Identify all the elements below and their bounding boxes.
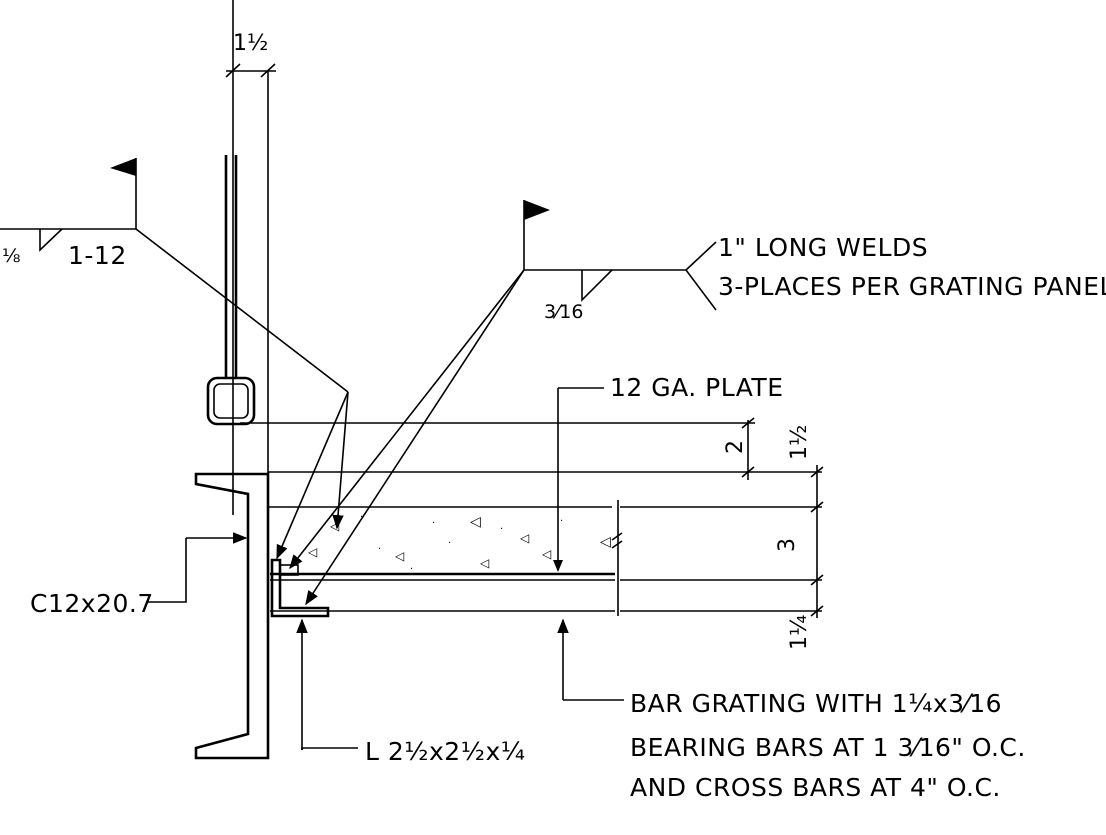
svg-text:·: ·: [432, 518, 435, 529]
dim-1-5: 1½: [787, 425, 812, 460]
angle-label: L 2½x2½x¼: [365, 737, 525, 766]
dim-2: 2: [723, 440, 748, 454]
svg-text:·: ·: [448, 538, 451, 549]
dim-3: 3: [775, 538, 800, 552]
weld-left-spec: 1-12: [68, 241, 127, 270]
weld-left-size: ⅛: [2, 245, 20, 267]
grating-line3: AND CROSS BARS AT 4" O.C.: [630, 773, 1001, 802]
svg-text:◁: ◁: [479, 556, 489, 570]
svg-text:◁: ◁: [519, 531, 529, 545]
plate-label: 12 GA. PLATE: [610, 373, 784, 402]
weld-note-line1: 1" LONG WELDS: [718, 233, 928, 262]
channel-section: C12x20.7: [30, 472, 270, 760]
svg-text:·: ·: [410, 564, 413, 575]
svg-text:·: ·: [500, 524, 503, 535]
svg-text:◁: ◁: [307, 545, 317, 559]
svg-text:·: ·: [378, 544, 381, 555]
svg-text:·: ·: [360, 512, 363, 523]
svg-text:◁: ◁: [329, 519, 339, 533]
weld-symbol-left: ⅛ 1-12: [0, 158, 349, 560]
svg-text:·: ·: [560, 516, 563, 527]
top-dimension: 1½: [225, 0, 276, 515]
top-dim-label: 1½: [233, 31, 268, 56]
dimension-chain: 2 1½ 3 1¼: [240, 417, 824, 650]
svg-text:◁: ◁: [470, 514, 481, 530]
svg-text:◁: ◁: [541, 547, 551, 561]
railing-post: [206, 155, 256, 426]
channel-label: C12x20.7: [30, 589, 154, 618]
grating-line2: BEARING BARS AT 1 3⁄16" O.C.: [630, 733, 1026, 762]
dim-1-25: 1¼: [787, 615, 812, 650]
weld-note-line2: 3-PLACES PER GRATING PANEL: [718, 272, 1106, 301]
grating-assembly: 12 GA. PLATE BAR GRATING WITH 1¼x3⁄16 BE…: [270, 373, 1026, 802]
angle-section: L 2½x2½x¼: [270, 558, 525, 766]
grating-line1: BAR GRATING WITH 1¼x3⁄16: [630, 689, 1002, 718]
weld-symbol-right: 3⁄16 1" LONG WELDS 3-PLACES PER GRATING …: [289, 200, 1106, 606]
svg-text:◁: ◁: [600, 534, 611, 550]
concrete-fill: ◁ ◁ ◁ ◁ ◁ ◁ ◁ ◁ · · · · · · ·: [268, 506, 612, 575]
weld-right-size: 3⁄16: [544, 301, 583, 323]
svg-text:◁: ◁: [394, 549, 404, 563]
